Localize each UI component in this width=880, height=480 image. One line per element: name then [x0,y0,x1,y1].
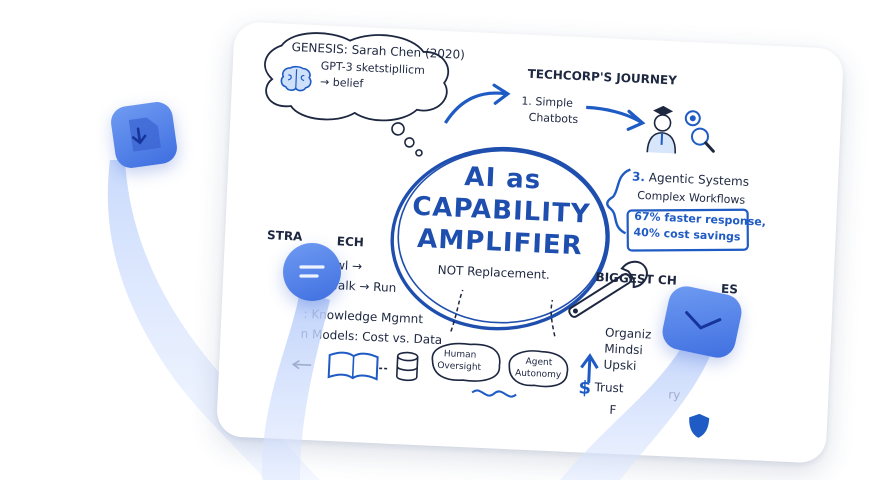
mail-icon [685,311,722,330]
doodle-layer [264,32,749,438]
book-icon [327,351,379,381]
shield-icon [689,413,710,438]
chat-icon [299,265,325,278]
database-icon [396,351,419,382]
mail-tile[interactable] [659,283,745,361]
arrow-up-icon [580,353,599,383]
gear-icon [684,110,715,153]
download-icon [128,117,161,152]
thought-cloud [264,32,450,122]
wrench-icon [568,260,648,318]
brain-icon [280,65,312,92]
download-tile[interactable] [108,99,180,171]
scientist-icon [646,105,676,154]
whiteboard-card: GENESIS: Sarah Chen (2020) GPT-3 sketsti… [215,21,845,464]
chat-tile[interactable] [283,243,341,301]
